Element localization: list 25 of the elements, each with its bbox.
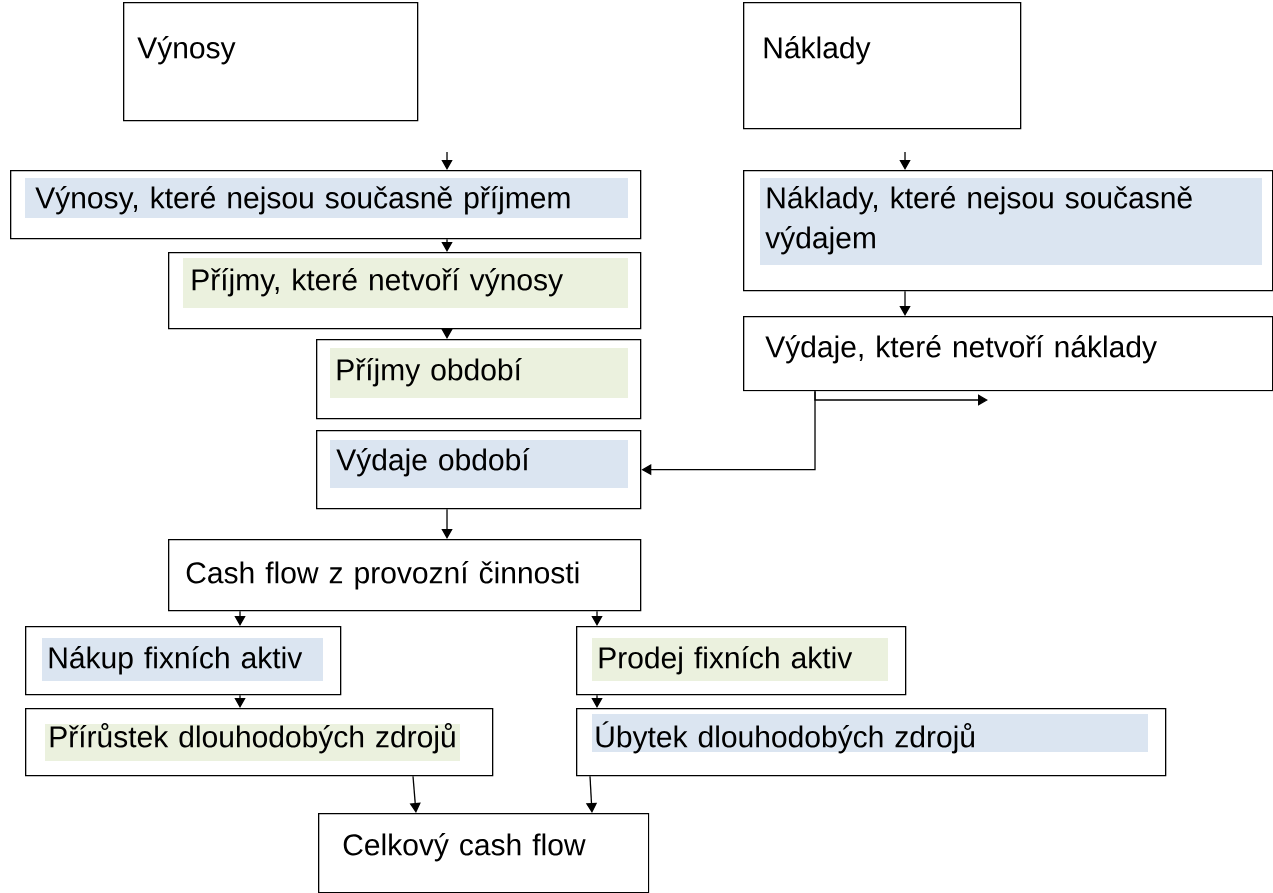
arrow: [234, 694, 246, 708]
arrow: [234, 610, 246, 626]
arrow: [441, 238, 453, 252]
process-box: Cash flow z provozní činnosti: [168, 539, 642, 612]
process-box: Výdaje, které netvoří náklady: [743, 316, 1273, 392]
process-box: Náklady: [743, 2, 1022, 130]
arrow: [899, 290, 911, 316]
process-box: Výnosy, které nejsou současně příjmem: [10, 170, 642, 240]
arrow: [814, 390, 988, 406]
process-box: Úbytek dlouhodobých zdrojů: [576, 708, 1167, 777]
process-box: Výnosy: [123, 2, 419, 122]
process-box: Přírůstek dlouhodobých zdrojů: [25, 708, 494, 777]
arrow: [441, 328, 453, 339]
process-box: Příjmy období: [316, 339, 642, 420]
arrow: [591, 610, 603, 626]
arrow: [591, 694, 603, 708]
process-box: Nákup fixních aktiv: [25, 626, 342, 696]
arrow: [441, 508, 453, 539]
arrow: [899, 151, 911, 170]
process-box: Výdaje období: [316, 430, 642, 510]
process-box: Náklady, které nejsou současně výdajem: [743, 170, 1273, 292]
process-box: Celkový cash flow: [318, 813, 650, 893]
process-box: Prodej fixních aktiv: [576, 626, 907, 696]
process-box: Příjmy, které netvoří výnosy: [168, 252, 642, 330]
arrow: [441, 151, 453, 170]
